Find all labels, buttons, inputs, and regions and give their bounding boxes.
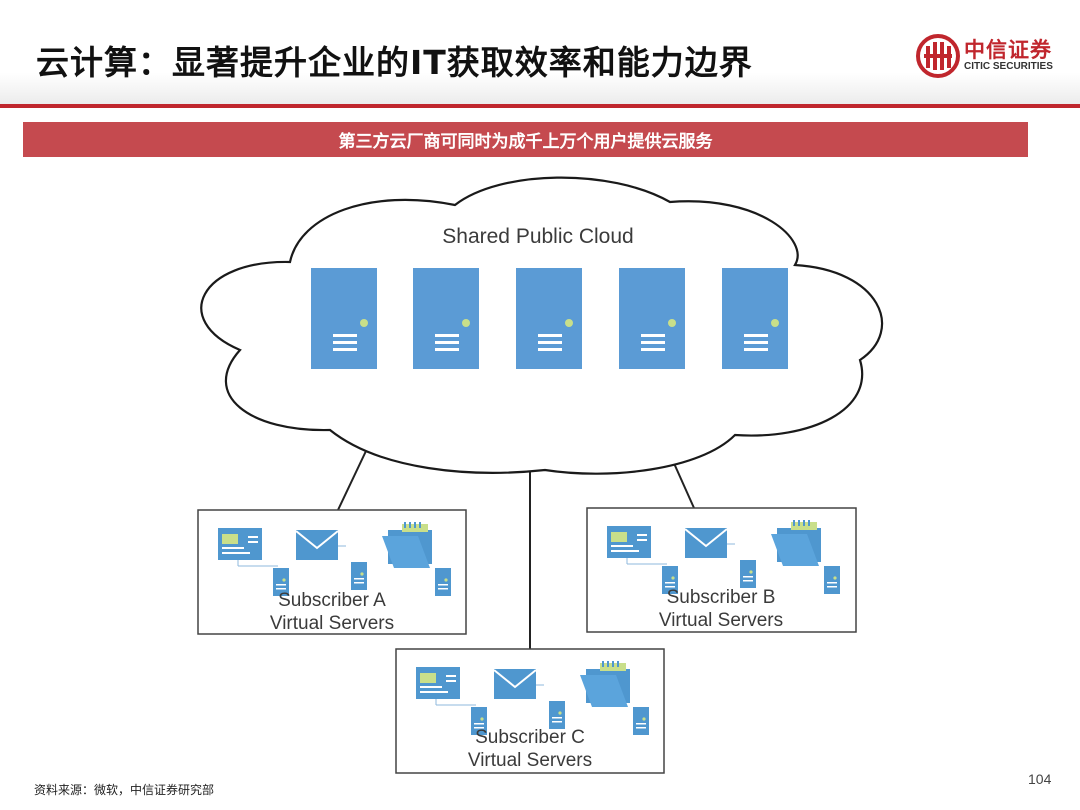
subscriber-b-name: Subscriber B <box>667 587 776 608</box>
header: 云计算：显著提升企业的IT获取效率和能力边界 中信证券 CITIC SECURI… <box>0 0 1080 104</box>
citic-logo-icon <box>916 34 960 78</box>
cloud-label: Shared Public Cloud <box>442 225 633 248</box>
subscriber-b-sub: Virtual Servers <box>659 610 783 631</box>
banner-text: 第三方云厂商可同时为成千上万个用户提供云服务 <box>338 132 713 152</box>
logo-text-cn: 中信证券 <box>964 38 1052 62</box>
logo-text-en: CITIC SECURITIES <box>964 61 1053 72</box>
header-divider <box>0 104 1080 108</box>
subscriber-b-box: Subscriber B Virtual Servers <box>586 507 857 633</box>
subscriber-a-sub: Virtual Servers <box>270 613 394 634</box>
subscriber-a-name: Subscriber A <box>278 590 386 611</box>
server-icon <box>619 268 685 369</box>
server-icon <box>516 268 582 369</box>
subscriber-c-sub: Virtual Servers <box>468 750 592 771</box>
subscriber-a-box: Subscriber A Virtual Servers <box>197 509 467 635</box>
server-icon <box>413 268 479 369</box>
server-icon <box>311 268 377 369</box>
source-note: 资料来源：微软，中信证券研究部 <box>34 783 215 797</box>
banner: 第三方云厂商可同时为成千上万个用户提供云服务 <box>23 122 1028 157</box>
subscriber-c-box: Subscriber C Virtual Servers <box>395 648 665 774</box>
citic-logo: 中信证券 CITIC SECURITIES <box>916 34 1066 78</box>
page-number: 104 <box>1028 771 1052 787</box>
server-icon <box>722 268 788 369</box>
page-title: 云计算：显著提升企业的IT获取效率和能力边界 <box>36 43 753 82</box>
subscriber-c-name: Subscriber C <box>475 727 585 748</box>
